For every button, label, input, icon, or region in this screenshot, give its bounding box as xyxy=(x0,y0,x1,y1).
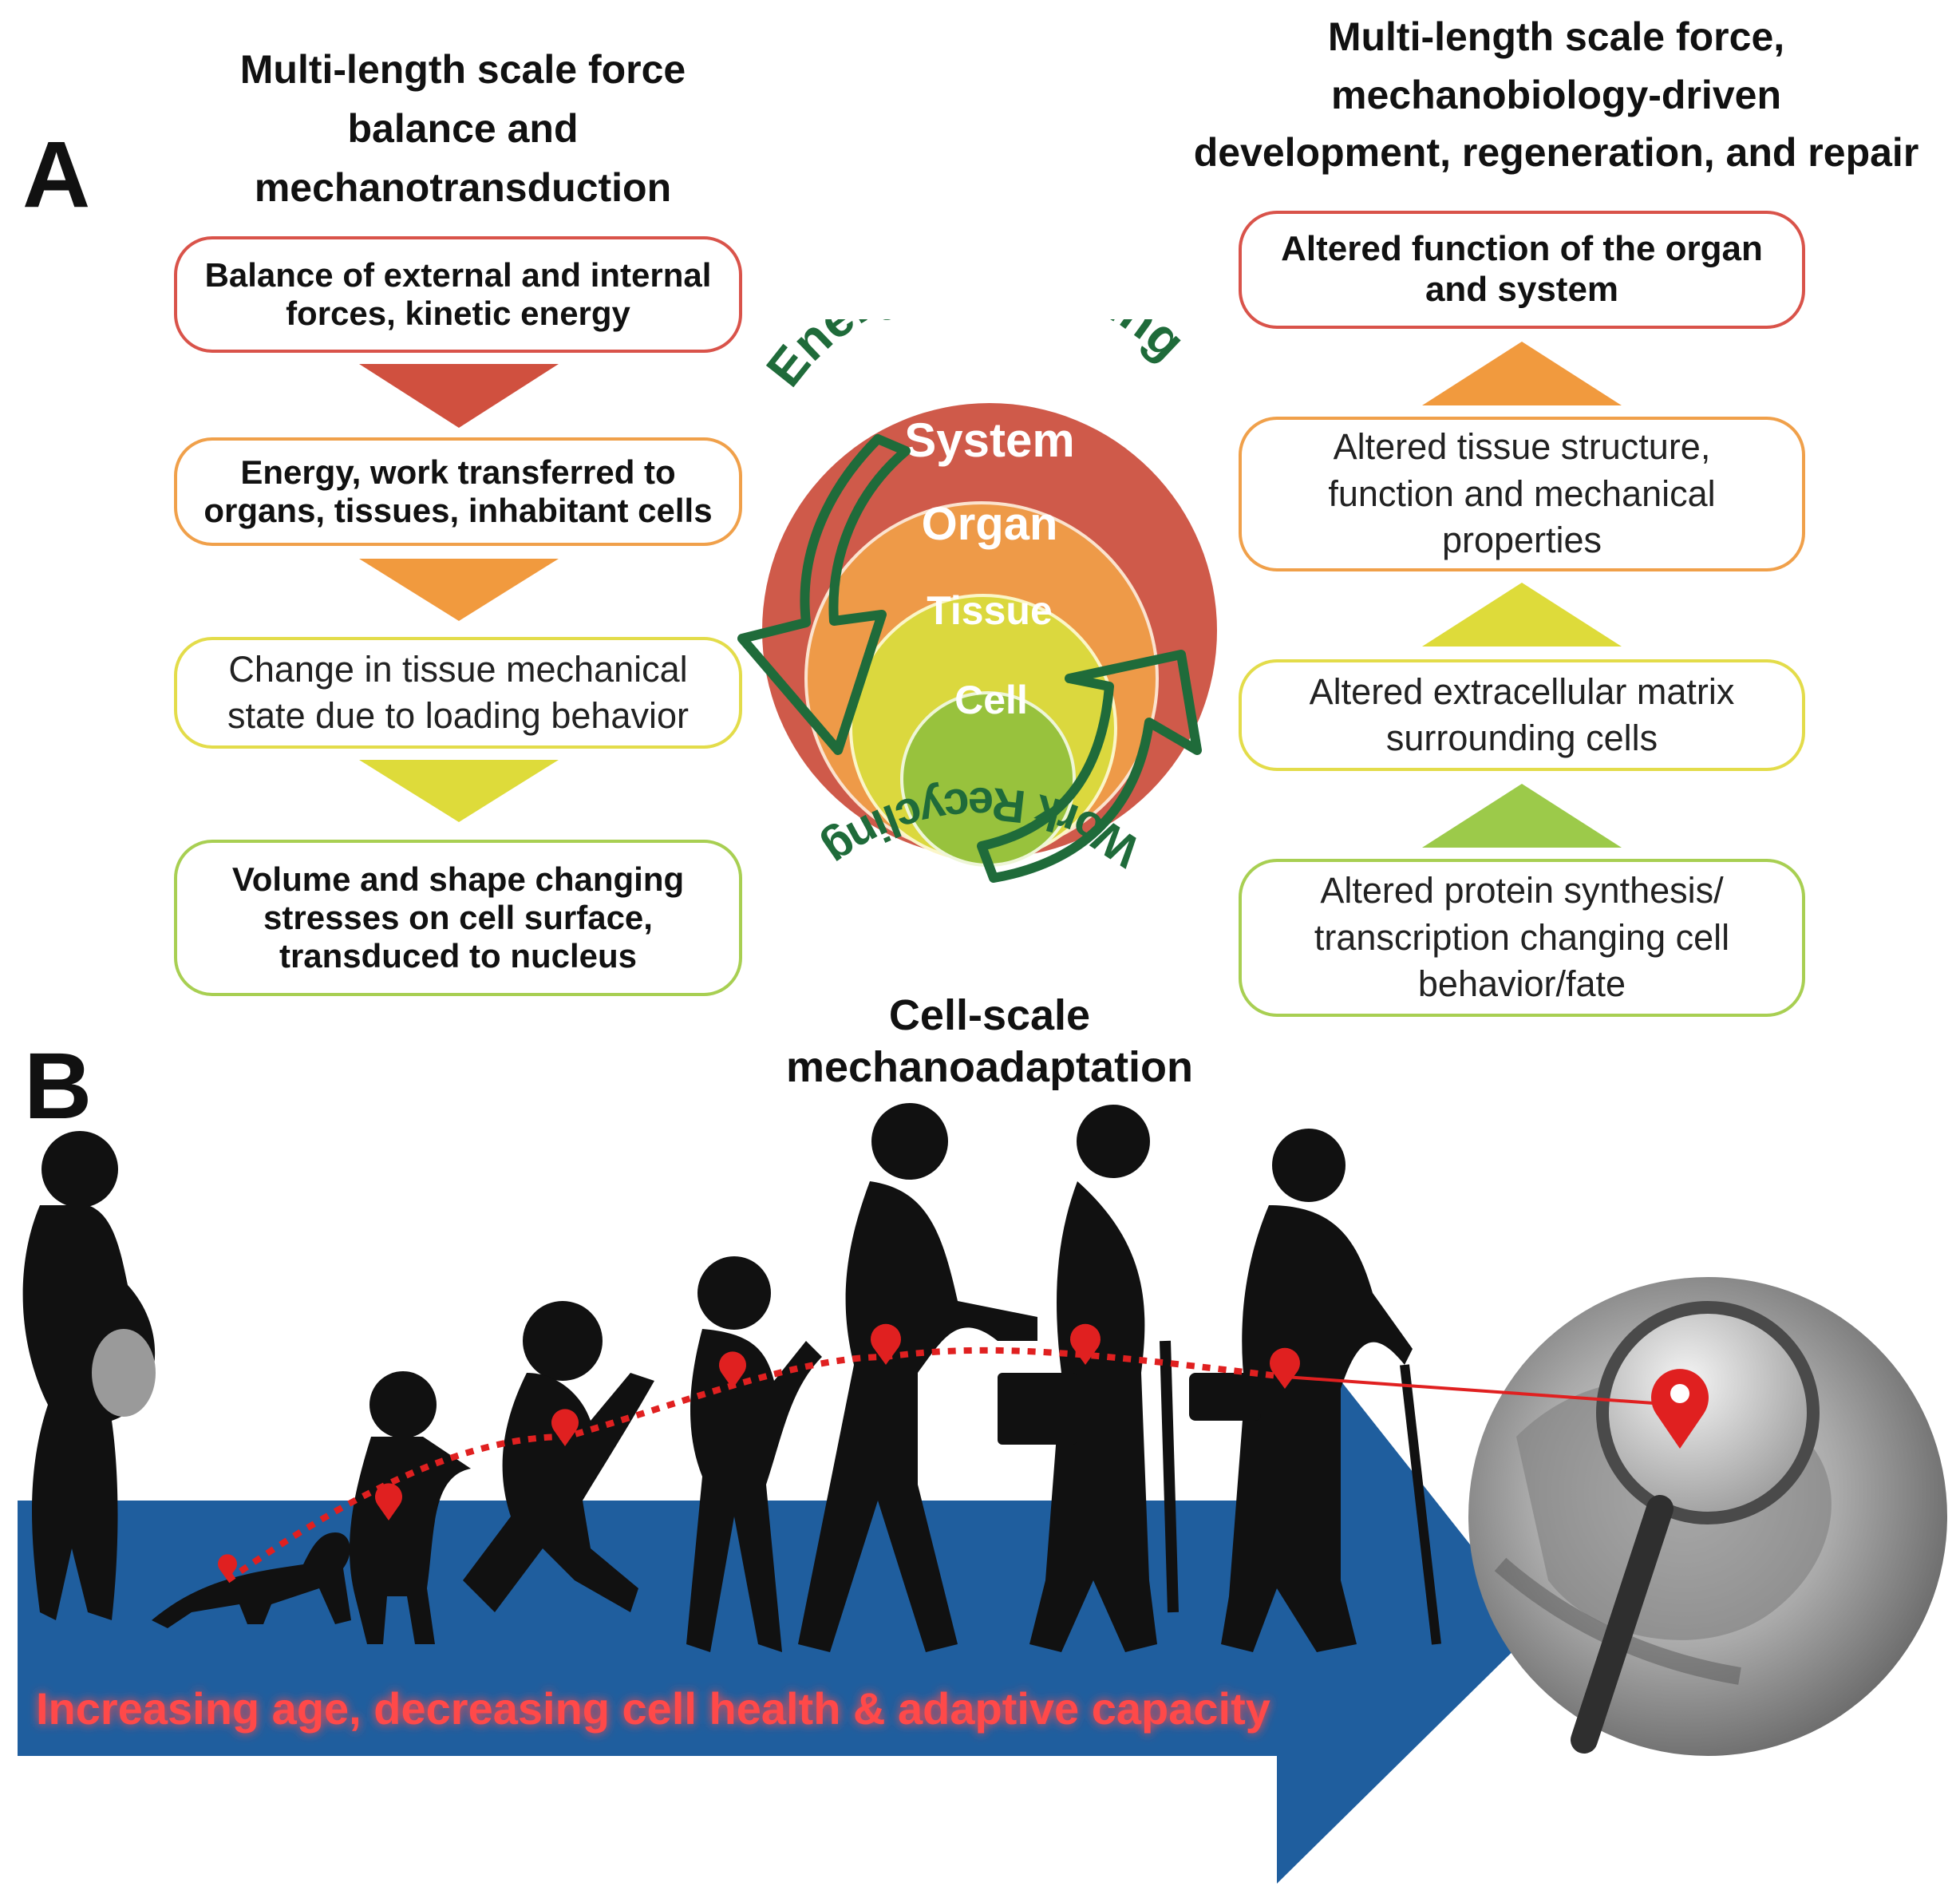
right-box-2-line-2: function and mechanical xyxy=(1328,473,1716,514)
marker-icon xyxy=(551,1409,579,1446)
multiscale-circle-diagram: System Organ Tissue Cell Energy Recyclin… xyxy=(737,319,1217,883)
right-heading: Multi-length scale force, mechanobiology… xyxy=(1157,8,1955,182)
left-down-arrow-orange xyxy=(359,559,559,621)
right-box-1-line-1: Altered function of the organ xyxy=(1281,229,1763,269)
marker-icon xyxy=(1070,1323,1101,1365)
right-up-arrow-green xyxy=(1422,784,1622,848)
silhouette-middle-aged-woman xyxy=(998,1105,1179,1652)
right-box-4-line-1: Altered protein synthesis/ xyxy=(1320,870,1724,911)
left-heading-line-3: mechanotransduction xyxy=(254,165,672,210)
tissue-label: Tissue xyxy=(927,588,1053,633)
marker-icon-large xyxy=(1651,1369,1709,1449)
right-heading-line-2: mechanobiology-driven xyxy=(1331,72,1781,117)
right-up-arrow-yellow xyxy=(1422,583,1622,647)
work-recycling-arrow xyxy=(977,650,1202,883)
bone-magnifier-image xyxy=(1468,1277,1947,1756)
left-heading: Multi-length scale force balance and mec… xyxy=(176,40,750,217)
left-box-1-line-1: Balance of external and internal xyxy=(204,255,712,294)
location-markers xyxy=(218,1323,1709,1580)
right-box-2-line-3: properties xyxy=(1441,520,1602,561)
left-box-force-balance: Balance of external and internal forces,… xyxy=(174,236,742,353)
age-banner-text: Increasing age, decreasing cell health &… xyxy=(36,1683,1270,1734)
left-box-4-line-3: transduced to nucleus xyxy=(279,937,638,975)
left-box-tissue-state: Change in tissue mechanical state due to… xyxy=(174,637,742,749)
silhouette-young-woman xyxy=(798,1103,1037,1652)
cell-label: Cell xyxy=(954,678,1028,722)
energy-recycling-arrow xyxy=(737,434,911,755)
bottom-heading: Cell-scale mechanoadaptation xyxy=(718,990,1261,1093)
right-box-4-line-3: behavior/fate xyxy=(1417,963,1626,1005)
left-box-cell-stresses: Volume and shape changing stresses on ce… xyxy=(174,840,742,996)
silhouette-running-child xyxy=(463,1301,654,1612)
silhouette-crawling-baby xyxy=(152,1532,351,1628)
marker-icon xyxy=(719,1351,746,1389)
left-heading-line-1: Multi-length scale force xyxy=(239,47,686,92)
aging-timeline-figure: Increasing age, decreasing cell health &… xyxy=(18,1103,1947,1884)
left-down-arrow-yellow xyxy=(359,760,559,822)
cane-icon xyxy=(1400,1364,1441,1645)
silhouette-elderly-woman xyxy=(1189,1129,1441,1652)
handbag-icon xyxy=(1189,1373,1261,1421)
right-heading-line-1: Multi-length scale force, xyxy=(1327,14,1785,59)
right-up-arrow-orange xyxy=(1422,342,1622,405)
right-box-tissue-structure: Altered tissue structure, function and m… xyxy=(1239,417,1805,571)
marker-icon xyxy=(1270,1347,1300,1389)
left-box-2-line-1: Energy, work transferred to xyxy=(240,453,676,491)
right-box-3-line-1: Altered extracellular matrix xyxy=(1309,670,1735,712)
energy-recycling-text: Energy Recycling xyxy=(755,319,1196,397)
bottom-heading-line-1: Cell-scale xyxy=(888,991,1091,1039)
marker-icon xyxy=(871,1323,901,1365)
life-stage-silhouettes xyxy=(22,1103,1441,1652)
silhouette-teen-girl xyxy=(686,1256,822,1652)
system-label: System xyxy=(904,413,1074,467)
right-heading-line-3: development, regeneration, and repair xyxy=(1193,130,1919,175)
left-box-1-line-2: forces, kinetic energy xyxy=(286,295,630,332)
left-box-3-line-2: state due to loading behavior xyxy=(227,695,689,736)
zoom-connector-line xyxy=(1284,1375,1677,1406)
briefcase-icon xyxy=(998,1373,1077,1445)
right-box-3-line-2: surrounding cells xyxy=(1385,718,1658,758)
energy-recycling-label: Energy Recycling xyxy=(755,319,1196,397)
right-box-4-line-2: transcription changing cell xyxy=(1314,916,1730,958)
organ-label: Organ xyxy=(922,498,1058,550)
right-box-2-line-1: Altered tissue structure, xyxy=(1333,426,1711,468)
magnifier-lens xyxy=(1596,1301,1820,1524)
right-box-protein-synthesis: Altered protein synthesis/ transcription… xyxy=(1239,859,1805,1017)
right-box-1-line-2: and system xyxy=(1425,270,1619,309)
panel-a-label: A xyxy=(22,122,91,227)
left-box-4-line-2: stresses on cell surface, xyxy=(263,898,653,936)
left-down-arrow-red xyxy=(359,364,559,428)
right-box-ecm: Altered extracellular matrix surrounding… xyxy=(1239,659,1805,771)
left-box-3-line-1: Change in tissue mechanical xyxy=(228,648,688,690)
marker-icon xyxy=(218,1554,238,1580)
magnifier-handle xyxy=(1571,1495,1674,1754)
panel-b-label: B xyxy=(24,1034,93,1139)
left-heading-line-2: balance and xyxy=(347,106,579,151)
left-box-2-line-2: organs, tissues, inhabitant cells xyxy=(204,492,713,529)
right-box-organ-function: Altered function of the organ and system xyxy=(1239,211,1805,329)
left-box-energy-transfer: Energy, work transferred to organs, tiss… xyxy=(174,437,742,546)
left-box-4-line-1: Volume and shape changing xyxy=(231,860,685,898)
bottom-heading-line-2: mechanoadaptation xyxy=(785,1042,1194,1091)
silhouette-pregnant-woman xyxy=(22,1131,156,1620)
marker-icon xyxy=(375,1483,402,1520)
